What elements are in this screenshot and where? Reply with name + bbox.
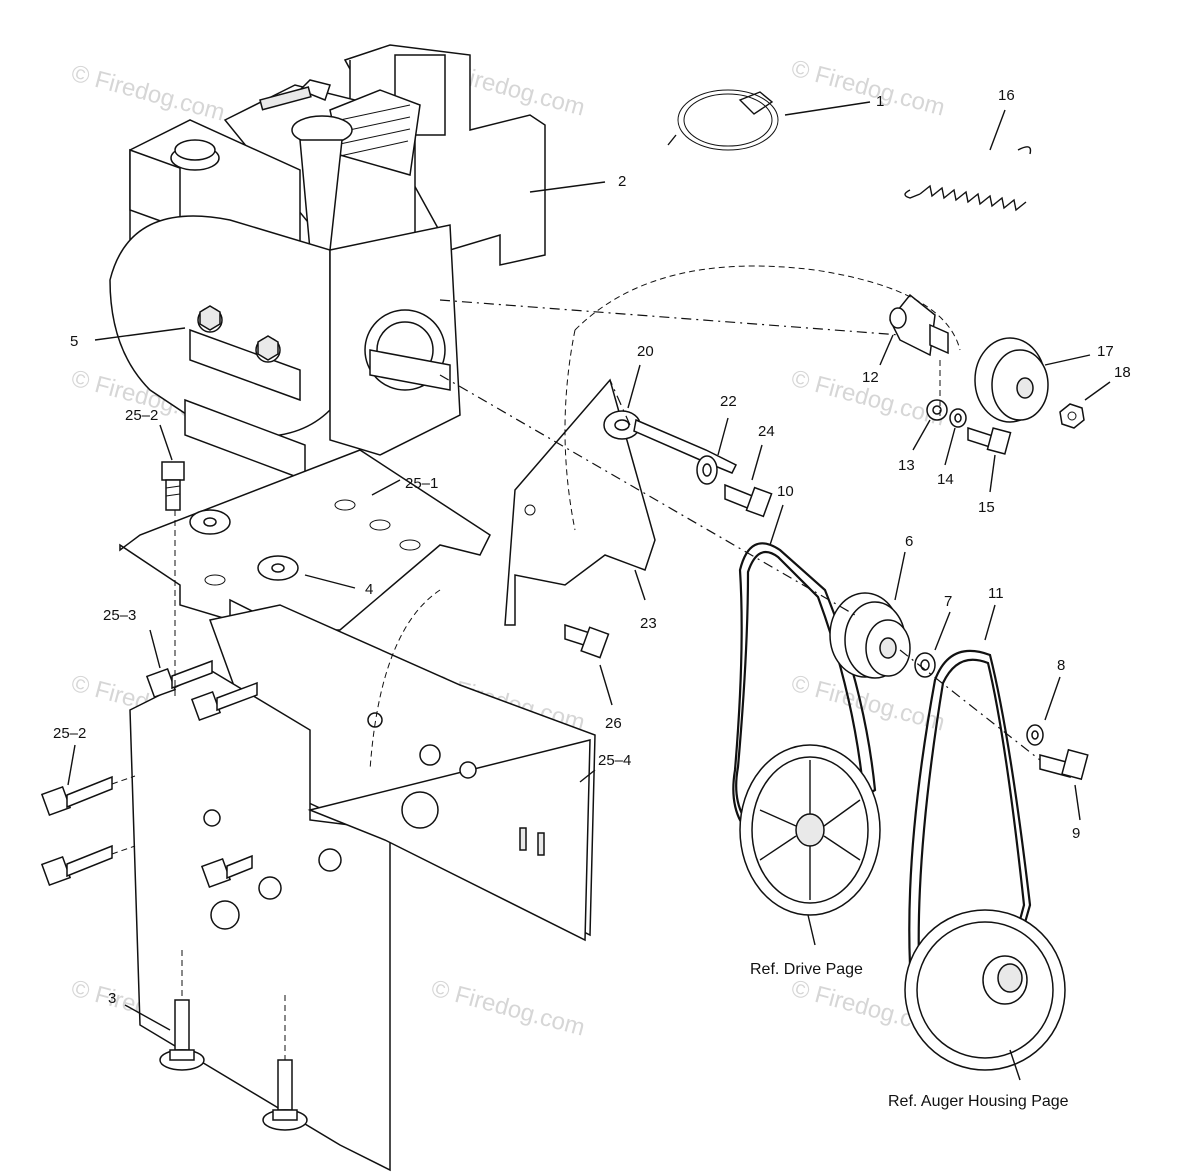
callout-18: 18 (1114, 364, 1131, 381)
hex-bolt-25-2-b (40, 844, 113, 887)
hex-bolt-frame (200, 854, 253, 889)
watermark: © Firedog.com (68, 60, 227, 127)
callout-23: 23 (640, 615, 657, 632)
engine-pulley (829, 592, 911, 679)
callout-26: 26 (605, 715, 622, 732)
callout-3: 3 (108, 990, 116, 1007)
bracket-bolt (564, 623, 610, 659)
callout-17: 17 (1097, 343, 1114, 360)
washer-14 (949, 408, 967, 428)
engine (109, 44, 546, 482)
callout-25-1: 25–1 (405, 475, 438, 492)
watermark: © Firedog.com (788, 670, 947, 737)
watermark: © Firedog.com (788, 55, 947, 122)
hex-bolt-25-2-top (161, 461, 185, 511)
drive-pulley (739, 744, 881, 916)
callout-8: 8 (1057, 657, 1065, 674)
callout-22: 22 (720, 393, 737, 410)
auger-pulley (904, 909, 1066, 1071)
carriage-bolt-3 (159, 999, 205, 1071)
pulley-washer (1026, 724, 1044, 746)
callout-2: 2 (618, 173, 626, 190)
lock-washer-4 (257, 555, 299, 581)
idler-block (889, 293, 949, 357)
callout-11: 11 (988, 585, 1004, 602)
bolt-15 (967, 426, 1012, 455)
callout-25-2-top: 25–2 (125, 407, 158, 424)
ref-auger-housing-page: Ref. Auger Housing Page (888, 1093, 1069, 1110)
callout-15: 15 (978, 499, 995, 516)
idler-bracket (504, 378, 656, 626)
reference-labels: Ref. Drive Page Ref. Auger Housing Page (750, 961, 1069, 1110)
hex-bolt-25-2-a (40, 775, 113, 817)
callout-14: 14 (937, 471, 954, 488)
callout-20: 20 (637, 343, 654, 360)
watermark: © Firedog.com (428, 975, 587, 1042)
callout-9: 9 (1072, 825, 1080, 842)
callout-25-3: 25–3 (103, 607, 136, 624)
callout-24: 24 (758, 423, 775, 440)
callout-labels: 1 2 16 5 25–2 25–1 4 20 22 24 10 12 17 1… (53, 87, 1131, 1007)
callout-16: 16 (998, 87, 1015, 104)
callout-1: 1 (876, 93, 884, 110)
spacer (914, 652, 936, 678)
callout-5: 5 (70, 333, 78, 350)
bolt-and-washer (696, 455, 773, 518)
callout-7: 7 (944, 593, 952, 610)
pulley-bolt (1039, 748, 1089, 781)
leader-lines (67, 101, 1111, 1081)
idler-pulley (974, 337, 1049, 423)
alignment-lines (111, 265, 1041, 1060)
idler-nut (1059, 403, 1085, 429)
tension-spring (904, 146, 1032, 212)
callout-4: 4 (365, 581, 373, 598)
callout-25-4: 25–4 (598, 752, 631, 769)
lock-washer-top (189, 509, 231, 535)
callout-10: 10 (777, 483, 794, 500)
carriage-bolt-lower (262, 1059, 308, 1131)
spacer-13 (926, 399, 948, 421)
frame-housing (129, 604, 596, 1172)
ref-drive-page: Ref. Drive Page (750, 961, 863, 978)
hex-bolt-25-3-b (190, 681, 258, 722)
callout-12: 12 (862, 369, 879, 386)
callout-13: 13 (898, 457, 915, 474)
hex-bolt-25-3-a (145, 659, 213, 699)
callout-6: 6 (905, 533, 913, 550)
wire-harness (667, 89, 779, 151)
callout-25-2-lower: 25–2 (53, 725, 86, 742)
